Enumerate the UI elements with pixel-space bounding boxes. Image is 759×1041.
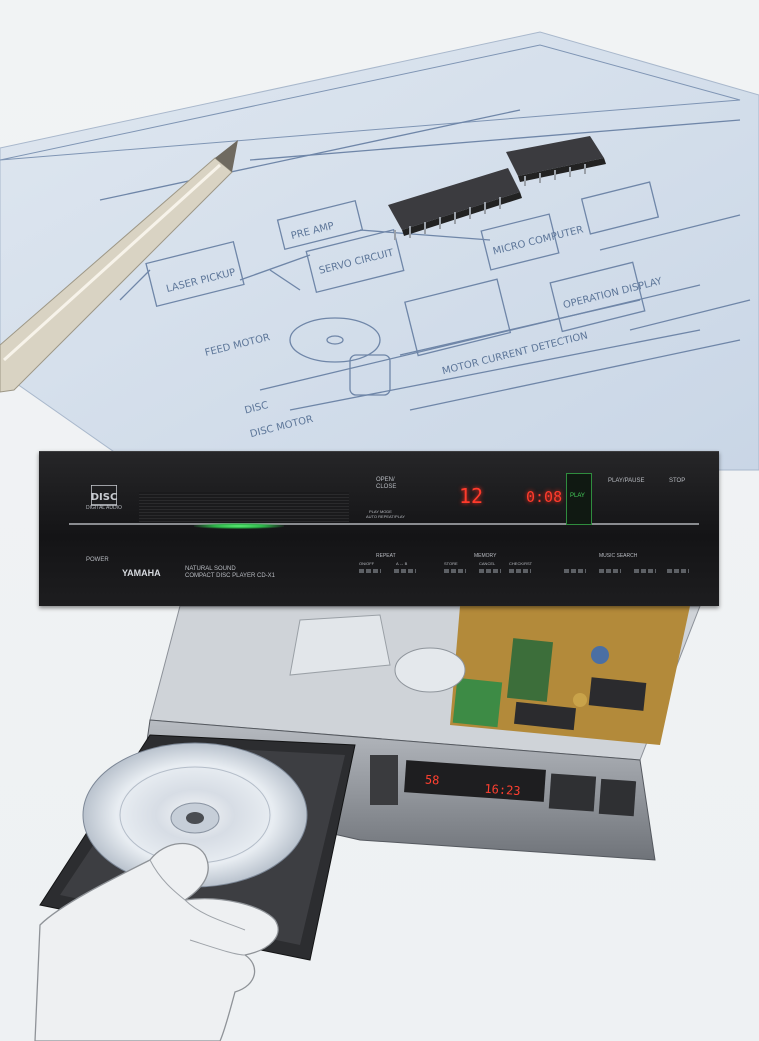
repeat-on-off-button[interactable]	[359, 569, 381, 573]
memory-check-label[interactable]: CHECK/RST	[509, 561, 533, 566]
memory-store-label[interactable]: STORE	[444, 561, 458, 566]
pen	[0, 140, 238, 393]
model-line-2: COMPACT DISC PLAYER CD-X1	[185, 573, 276, 579]
search-button-4[interactable]	[667, 569, 689, 573]
tray-indicator-light	[194, 523, 284, 529]
disc-tray-slot	[139, 492, 349, 522]
search-button-1[interactable]	[564, 569, 586, 573]
svg-text:58: 58	[424, 773, 439, 788]
memory-store-button[interactable]	[444, 569, 466, 573]
panel-divider	[69, 523, 699, 525]
play-mode-sub-label: AUTO REPEAT/PLAY	[366, 514, 405, 519]
brand-logo: YAMAHA	[122, 568, 161, 578]
svg-text:16:23: 16:23	[484, 782, 521, 798]
repeat-a-b-button[interactable]	[394, 569, 416, 573]
open-close-label-2[interactable]: CLOSE	[376, 484, 397, 490]
track-number-display: 12	[459, 484, 484, 508]
power-label[interactable]: POWER	[86, 557, 109, 563]
compact-disc-logo-icon: DISC	[91, 485, 117, 506]
search-button-2[interactable]	[599, 569, 621, 573]
memory-cancel-button[interactable]	[479, 569, 501, 573]
hand	[34, 842, 279, 1041]
music-search-label: MUSIC SEARCH	[599, 553, 638, 559]
time-display: 0:08	[526, 488, 563, 506]
schematic-lines	[99, 109, 751, 411]
play-indicator-window: PLAY	[566, 473, 592, 525]
play-pause-label[interactable]: PLAY/PAUSE	[608, 478, 645, 484]
repeat-on-off-label[interactable]: ON/OFF	[359, 561, 375, 566]
open-close-label[interactable]: OPEN/	[376, 477, 395, 483]
logo-caption: DIGITAL AUDIO	[86, 505, 122, 511]
repeat-label: REPEAT	[376, 553, 396, 559]
stop-label[interactable]: STOP	[669, 478, 686, 484]
play-mode-label: PLAY MODE	[369, 509, 392, 514]
memory-check-button[interactable]	[509, 569, 531, 573]
play-indicator: PLAY	[570, 493, 585, 499]
search-button-3[interactable]	[634, 569, 656, 573]
memory-cancel-label[interactable]: CANCEL	[479, 561, 496, 566]
svg-text:DISC: DISC	[91, 492, 117, 503]
memory-label: MEMORY	[474, 553, 497, 559]
model-line-1: NATURAL SOUND	[185, 566, 236, 572]
ic-chips	[388, 136, 606, 240]
repeat-a-b-label[interactable]: A ↔ B	[396, 561, 408, 566]
cd-player-chassis: 58 16:23	[139, 605, 701, 861]
compact-disc	[82, 742, 308, 888]
cd-player-front-panel: DISC DIGITAL AUDIO OPEN/ CLOSE PLAY MODE…	[39, 451, 719, 606]
